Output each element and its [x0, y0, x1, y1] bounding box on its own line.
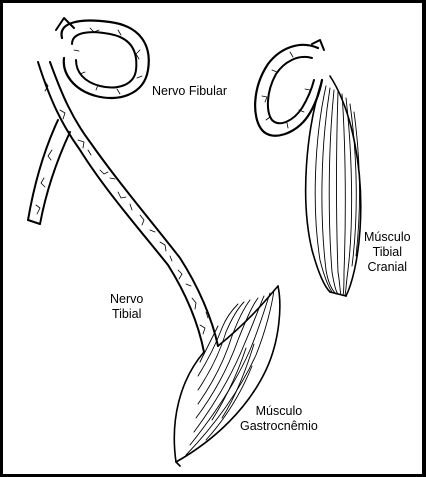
tibial-cranial-muscle-drawing	[306, 76, 361, 296]
label-musculo-tibial-cranial: Músculo Tibial Cranial	[364, 230, 411, 275]
label-nervo-fibular: Nervo Fibular	[152, 84, 227, 99]
fibular-nerve-left-drawing	[56, 18, 149, 98]
fibular-nerve-right-drawing	[255, 40, 324, 136]
label-musculo-gastrocnemio: Músculo Gastrocnêmio	[240, 404, 318, 434]
label-nervo-tibial: Nervo Tibial	[110, 292, 143, 322]
gastrocnemius-muscle-drawing	[174, 286, 280, 466]
